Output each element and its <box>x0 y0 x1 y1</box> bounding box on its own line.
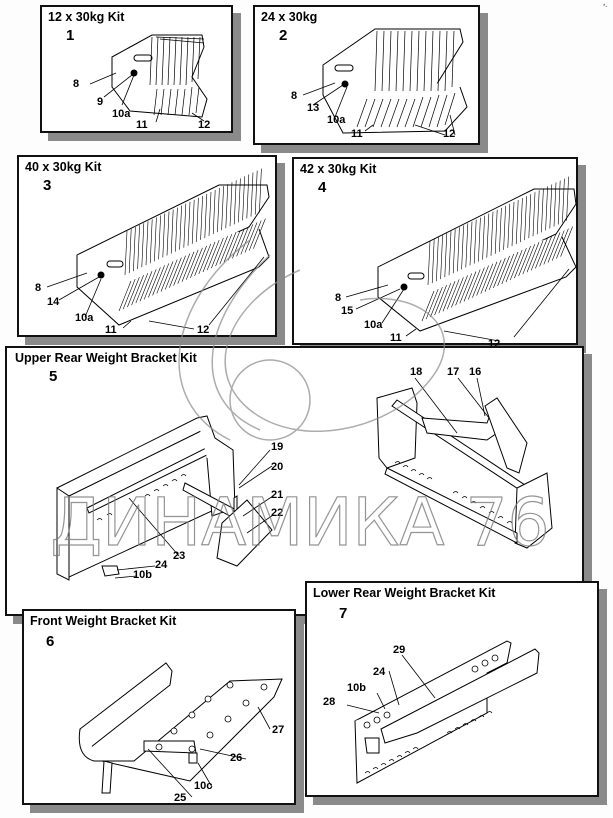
callout-12: 12 <box>197 324 210 336</box>
weight-stack-42-illustration <box>345 176 577 342</box>
callout-21: 21 <box>271 489 284 501</box>
panel-title: 42 x 30kg Kit <box>300 162 377 176</box>
callout-8: 8 <box>73 78 80 90</box>
panel-title: 12 x 30kg Kit <box>48 10 125 24</box>
panel-kit-2: 24 x 30kg 2 8 13 10a 11 12 <box>253 5 480 145</box>
panel-title: Lower Rear Weight Bracket Kit <box>313 586 496 600</box>
callout-12: 12 <box>443 128 456 140</box>
callout-12: 12 <box>198 119 211 131</box>
upper-rear-bracket-illustration <box>56 377 553 581</box>
callout-22: 22 <box>271 507 284 519</box>
panel-number: 7 <box>339 605 348 622</box>
panel-kit-5: Upper Rear Weight Bracket Kit 5 <box>5 346 584 616</box>
callout-24: 24 <box>373 666 386 678</box>
callout-10c: 10c <box>194 780 213 792</box>
weight-stack-24-illustration <box>302 28 468 136</box>
callout-26: 26 <box>230 752 243 764</box>
weight-stack-12-illustration <box>89 34 208 123</box>
panel-number: 4 <box>318 179 327 196</box>
callout-23: 23 <box>173 550 186 562</box>
panel-kit-6: Front Weight Bracket Kit 6 27 26 10c 25 <box>22 609 296 805</box>
callout-29: 29 <box>393 644 406 656</box>
callout-8: 8 <box>335 292 342 304</box>
callout-27: 27 <box>272 724 285 736</box>
front-bracket-illustration <box>78 662 283 798</box>
callout-10a: 10a <box>327 114 346 126</box>
callout-12: 12 <box>488 338 501 350</box>
callout-14: 14 <box>47 296 60 308</box>
lower-rear-bracket-illustration <box>346 640 540 784</box>
callout-8: 8 <box>35 282 42 294</box>
panel-kit-4: 42 x 30kg Kit 4 8 15 10a 11 12 <box>292 157 578 350</box>
callout-13: 13 <box>307 102 320 114</box>
callout-10b: 10b <box>347 682 366 694</box>
callout-9: 9 <box>97 96 104 108</box>
callout-28: 28 <box>323 696 336 708</box>
callout-10b: 10b <box>133 569 152 581</box>
panel-number: 2 <box>279 27 288 44</box>
panel-number: 3 <box>43 177 52 194</box>
weight-stack-40-illustration <box>46 168 270 330</box>
corner-mark: *- <box>603 4 608 10</box>
callout-20: 20 <box>271 461 284 473</box>
callout-18: 18 <box>410 366 423 378</box>
callout-15: 15 <box>341 305 354 317</box>
panel-title: Front Weight Bracket Kit <box>30 614 177 628</box>
panel-number: 1 <box>66 27 75 44</box>
panel-title: Upper Rear Weight Bracket Kit <box>15 351 197 365</box>
callout-10a: 10a <box>112 108 131 120</box>
panel-number: 6 <box>46 633 55 650</box>
callout-11: 11 <box>136 119 148 131</box>
callout-8: 8 <box>291 90 298 102</box>
panel-number: 5 <box>49 368 58 385</box>
callout-11: 11 <box>351 128 363 140</box>
callout-25: 25 <box>174 792 187 804</box>
callout-11: 11 <box>390 332 402 344</box>
callout-17: 17 <box>447 366 460 378</box>
panel-kit-7: Lower Rear Weight Bracket Kit 7 29 24 10… <box>305 581 599 797</box>
panel-kit-1: 12 x 30kg Kit 1 8 9 10a 11 12 <box>40 5 233 133</box>
panel-kit-3: 40 x 30kg Kit 3 8 14 10a 11 12 <box>17 155 277 337</box>
callout-16: 16 <box>469 366 482 378</box>
panel-title: 24 x 30kg <box>261 10 318 24</box>
callout-24: 24 <box>155 559 168 571</box>
callout-11: 11 <box>105 324 117 336</box>
callout-19: 19 <box>271 441 284 453</box>
panel-title: 40 x 30kg Kit <box>25 160 102 174</box>
callout-10a: 10a <box>364 319 383 331</box>
callout-10a: 10a <box>75 312 94 324</box>
